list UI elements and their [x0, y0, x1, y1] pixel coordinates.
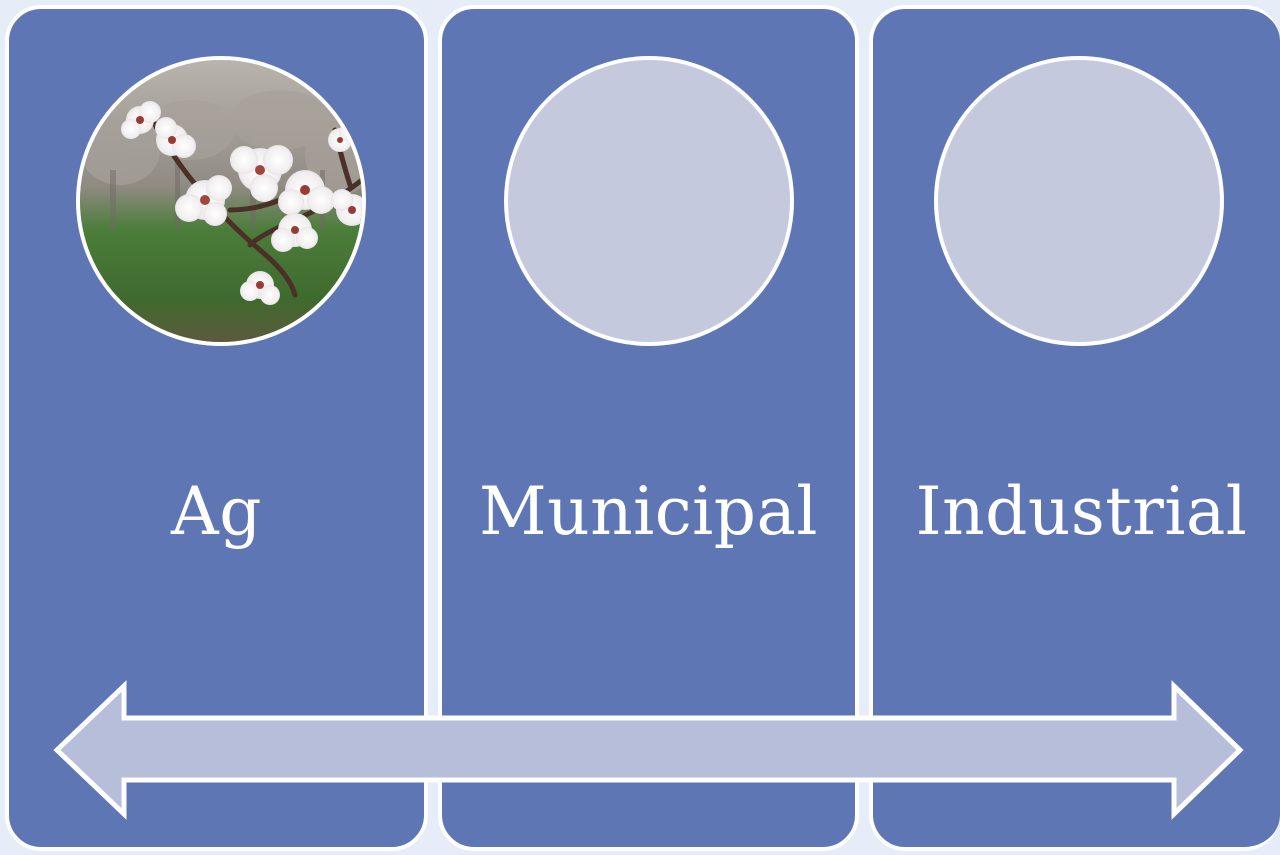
card-industrial: Industrial: [869, 5, 1280, 851]
card-label-ag: Ag: [171, 473, 262, 550]
card-municipal: Municipal: [438, 5, 859, 851]
card-label-municipal: Municipal: [479, 473, 818, 550]
placeholder-circle: [504, 56, 794, 346]
placeholder-circle: [934, 56, 1224, 346]
card-ag: Ag: [5, 5, 428, 851]
almond-blossom-photo: [76, 56, 366, 346]
card-label-industrial: Industrial: [915, 473, 1248, 550]
